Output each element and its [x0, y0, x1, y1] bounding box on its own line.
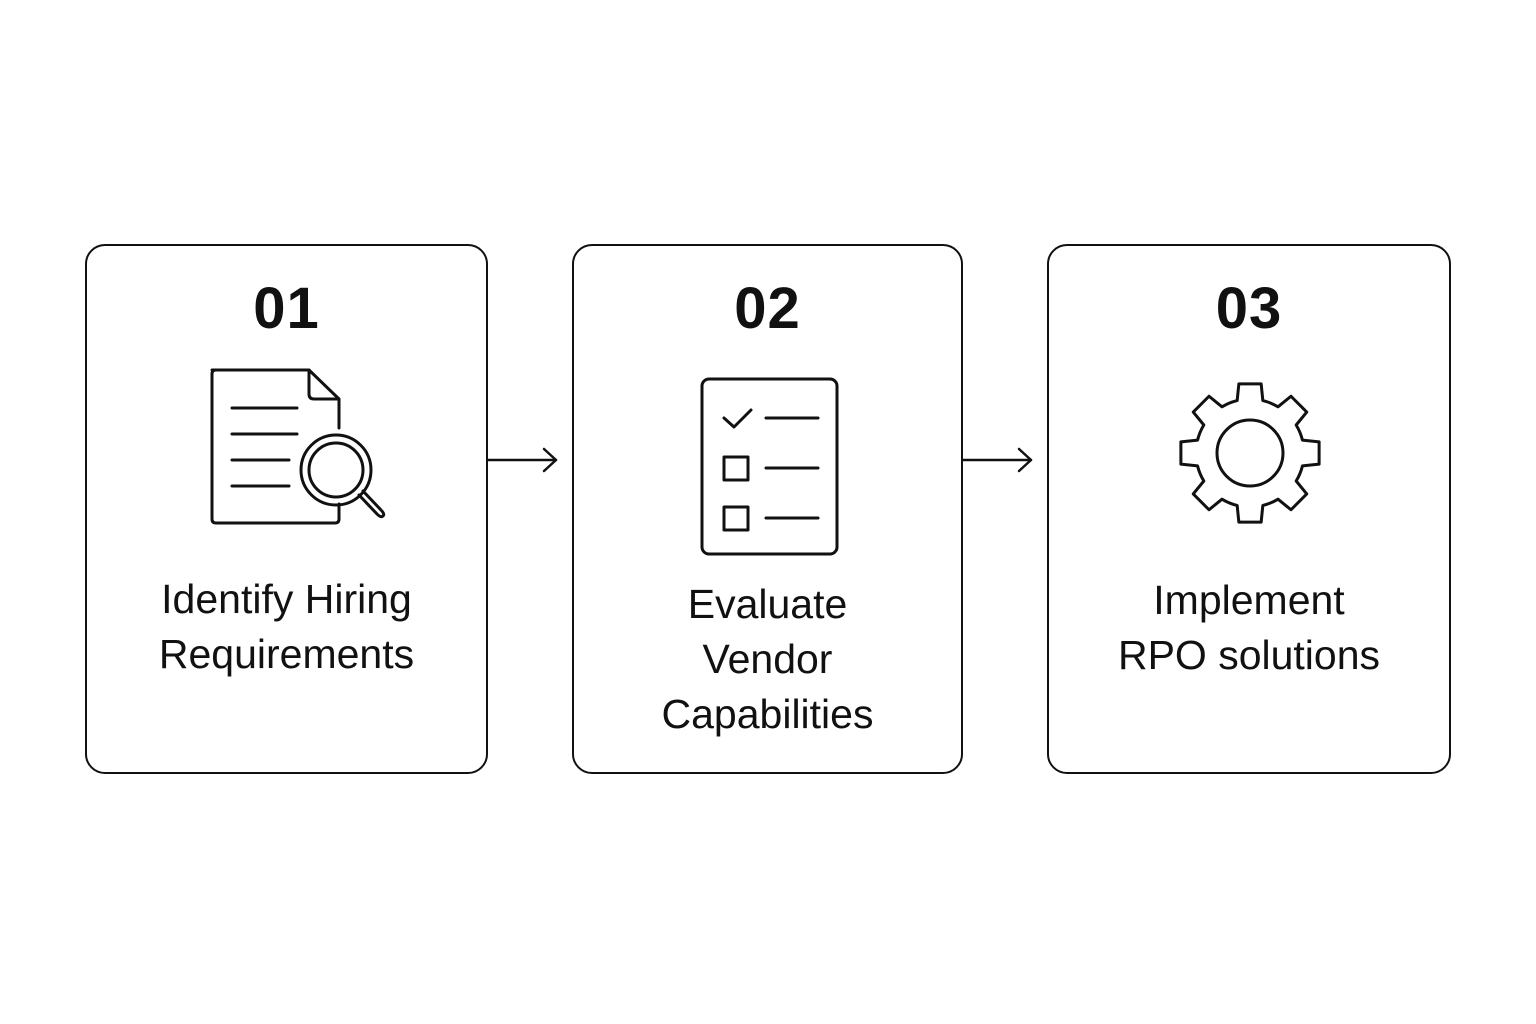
step-title-line: Identify Hiring — [161, 576, 412, 622]
step-title: Evaluate Vendor Capabilities — [574, 577, 961, 742]
step-card-3: 03 Implement RPO solutions — [1047, 244, 1451, 774]
step-title-line: Requirements — [158, 631, 415, 677]
arrow-right-icon — [488, 447, 558, 473]
step-card-2: 02 Evaluate Vendor Capabilities — [572, 244, 963, 774]
step-title-line: Implement — [1153, 577, 1345, 623]
step-title-line: RPO solutions — [1117, 632, 1381, 678]
step-number: 02 — [734, 276, 801, 341]
step-number: 01 — [253, 276, 320, 341]
step-number: 03 — [1215, 276, 1283, 341]
step-card-1: 01 Identify Hiring Requirements — [85, 244, 488, 774]
step-title: Identify Hiring Requirements — [87, 572, 486, 682]
step-title-line: Capabilities — [661, 691, 874, 737]
arrow-right-icon — [963, 447, 1033, 473]
document-search-icon — [210, 368, 386, 525]
gear-icon — [1179, 382, 1321, 524]
step-title-line: Vendor — [702, 636, 833, 682]
step-title-line: Evaluate — [687, 581, 848, 627]
checklist-icon — [700, 377, 839, 556]
step-title: Implement RPO solutions — [1049, 573, 1449, 683]
